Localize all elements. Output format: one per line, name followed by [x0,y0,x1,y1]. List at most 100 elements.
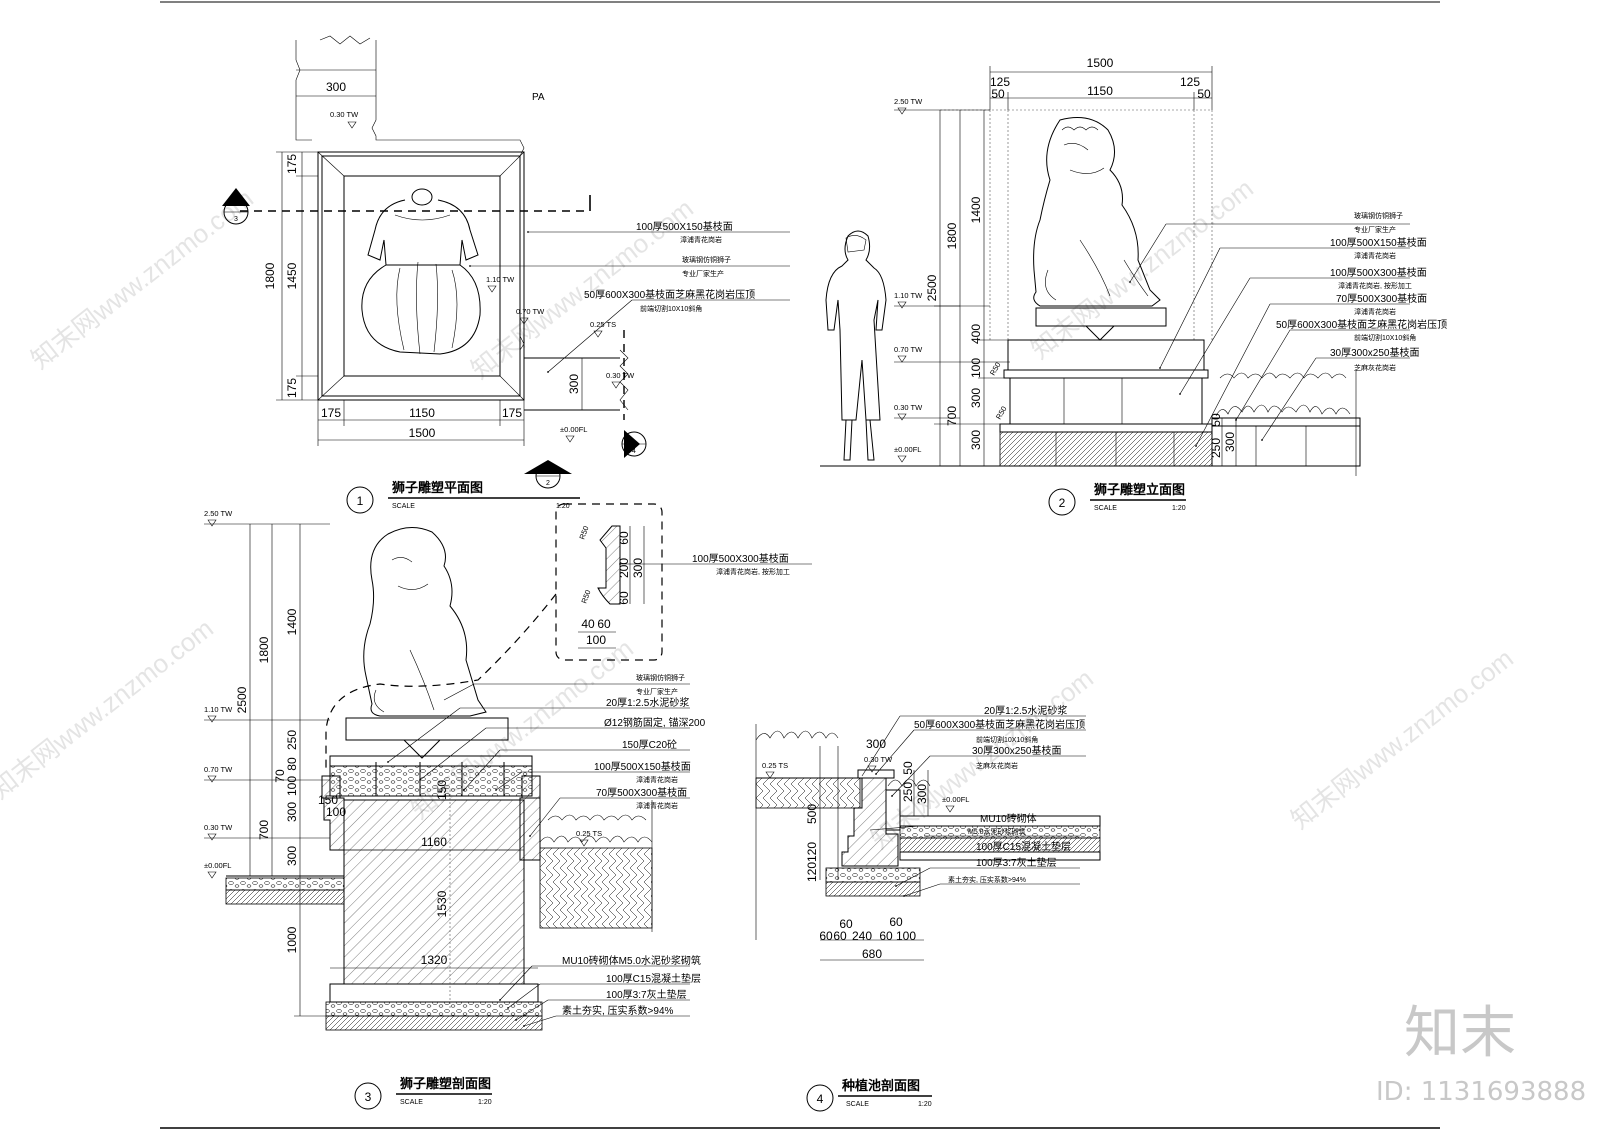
svg-text:MU10砖砌体: MU10砖砌体 [980,812,1037,825]
svg-text:300: 300 [631,558,645,578]
svg-text:漳浦青花岗岩, 按形加工: 漳浦青花岗岩, 按形加工 [716,567,790,576]
svg-text:60: 60 [839,917,853,931]
svg-text:60: 60 [889,915,903,929]
svg-text:60: 60 [617,591,631,605]
svg-text:70: 70 [273,769,287,783]
svg-text:1.10 TW: 1.10 TW [486,275,515,284]
svg-text:1450: 1450 [285,262,299,289]
svg-text:芝麻灰花岗岩: 芝麻灰花岗岩 [1354,363,1396,372]
svg-text:60: 60 [879,929,893,943]
svg-text:250: 250 [901,782,915,802]
plan-break-line-right [371,40,525,351]
plan-pa-label: PA [532,92,545,103]
section-title-number: 3 [365,1090,372,1104]
svg-text:80: 80 [285,757,299,771]
svg-text:±0.00FL: ±0.00FL [894,445,921,454]
svg-text:MU10砖砌体M5.0水泥砂浆砌筑: MU10砖砌体M5.0水泥砂浆砌筑 [562,954,701,967]
svg-text:2.50 TW: 2.50 TW [204,509,233,518]
brand-id: ID: 1131693888 [1376,1077,1586,1107]
elevation-title-number: 2 [1059,496,1066,510]
svg-text:175: 175 [321,406,341,420]
svg-text:SCALE: SCALE [846,1101,869,1108]
svg-text:300: 300 [969,388,983,408]
svg-text:50厚600X300基枝面芝麻黑花岗岩压顶: 50厚600X300基枝面芝麻黑花岗岩压顶 [914,718,1085,731]
svg-text:700: 700 [945,406,959,426]
svg-text:100: 100 [969,358,983,378]
svg-text:50: 50 [1197,87,1211,101]
plan-dim-300: 300 [326,80,346,94]
svg-text:漳浦青花岗岩: 漳浦青花岗岩 [1354,307,1396,316]
planter-plants-left [755,730,839,741]
section-plants [539,835,653,843]
brand-logo: 知末 [1404,1001,1516,1066]
svg-text:400: 400 [969,324,983,344]
section-marker-3: 3 [222,188,250,225]
svg-text:20厚1:2.5水泥砂浆: 20厚1:2.5水泥砂浆 [606,696,689,709]
svg-text:50: 50 [1209,413,1223,427]
svg-text:SCALE: SCALE [1094,505,1117,512]
watermark-text: 知末网www.znzmo.com [0,613,219,805]
svg-text:100厚500X150基枝面: 100厚500X150基枝面 [636,220,733,233]
section-view: 2.50 TW 1.10 TW 0.70 TW 0.30 TW ±0.00FL … [204,509,706,1110]
section-title-block: 3 狮子雕塑剖面图 SCALE 1:20 [354,1076,492,1110]
svg-text:1:20: 1:20 [918,1101,932,1108]
plan-title-block: 1 狮子雕塑平面图 SCALE 1:20 [346,480,580,514]
svg-text:前端切割10X10斜角: 前端切割10X10斜角 [1354,333,1416,342]
svg-text:0.30 TW: 0.30 TW [864,755,893,764]
svg-text:200: 200 [617,558,631,578]
svg-text:1:20: 1:20 [1172,505,1186,512]
svg-text:70厚500X300基枝面: 70厚500X300基枝面 [596,786,687,799]
svg-text:100: 100 [285,776,299,796]
elevation-view: 1500 125 1150 125 50 50 [820,56,1447,516]
svg-text:1800: 1800 [263,262,277,289]
svg-text:前端切割10X10斜角: 前端切割10X10斜角 [976,735,1038,744]
planter-title-number: 4 [817,1092,824,1106]
section-marker-4: 4 [621,430,647,458]
svg-text:SCALE: SCALE [400,1099,423,1106]
svg-text:100厚C15混凝土垫层: 100厚C15混凝土垫层 [976,840,1071,853]
section-marker-2: 2 [524,460,572,489]
masonry-core [343,799,525,985]
plan-outer-border [317,151,525,401]
svg-text:100厚500X300基枝面: 100厚500X300基枝面 [1330,266,1427,279]
svg-text:50厚600X300基枝面芝麻黑花岗岩压顶: 50厚600X300基枝面芝麻黑花岗岩压顶 [1276,318,1447,331]
lion-section-figure [345,527,509,759]
svg-text:60: 60 [597,617,611,631]
svg-text:1500: 1500 [1087,56,1114,70]
svg-text:30厚300x250基枝面: 30厚300x250基枝面 [972,744,1062,757]
coping-stone-profile [597,525,621,605]
svg-text:100厚500X150基枝面: 100厚500X150基枝面 [1330,236,1427,249]
svg-text:100厚3:7灰土垫层: 100厚3:7灰土垫层 [606,988,687,1001]
elev-plants [1215,404,1351,417]
svg-text:素土夯实, 压实系数>94%: 素土夯实, 压实系数>94% [948,875,1026,884]
svg-text:30厚300x250基枝面: 30厚300x250基枝面 [1330,346,1420,359]
svg-text:1800: 1800 [257,636,271,663]
svg-text:M5.0水泥砂浆砌筑: M5.0水泥砂浆砌筑 [968,827,1026,836]
plan-level-030tw: 0.30 TW [330,110,359,119]
planter-title-block: 4 种植池剖面图 SCALE 1:20 [806,1078,932,1112]
svg-text:玻璃钢仿铜狮子: 玻璃钢仿铜狮子 [1354,211,1403,220]
svg-text:125: 125 [990,75,1010,89]
svg-text:1000: 1000 [285,926,299,953]
svg-text:120: 120 [805,842,819,862]
svg-text:60: 60 [617,531,631,545]
planter-title: 种植池剖面图 [841,1078,920,1093]
svg-text:100厚3:7灰土垫层: 100厚3:7灰土垫层 [976,856,1057,869]
svg-text:4: 4 [632,448,636,455]
svg-text:R50: R50 [994,405,1009,421]
svg-text:0.70 TW: 0.70 TW [516,307,545,316]
svg-text:漳浦青花岗岩, 按形加工: 漳浦青花岗岩, 按形加工 [1338,281,1412,290]
svg-text:50: 50 [991,87,1005,101]
svg-text:漳浦青花岗岩: 漳浦青花岗岩 [636,801,678,810]
coping-detail: R50 R50 60 200 60 300 40 60 100 100厚500X… [325,503,812,770]
svg-text:R50: R50 [988,361,1003,377]
lion-plan-figure [361,188,481,355]
svg-text:2500: 2500 [235,686,249,713]
svg-text:300: 300 [866,737,886,751]
svg-text:1500: 1500 [409,426,436,440]
svg-text:芝麻灰花岗岩: 芝麻灰花岗岩 [976,761,1018,770]
svg-text:2.50 TW: 2.50 TW [894,97,923,106]
svg-text:1150: 1150 [409,406,435,420]
section-title: 狮子雕塑剖面图 [399,1076,491,1091]
